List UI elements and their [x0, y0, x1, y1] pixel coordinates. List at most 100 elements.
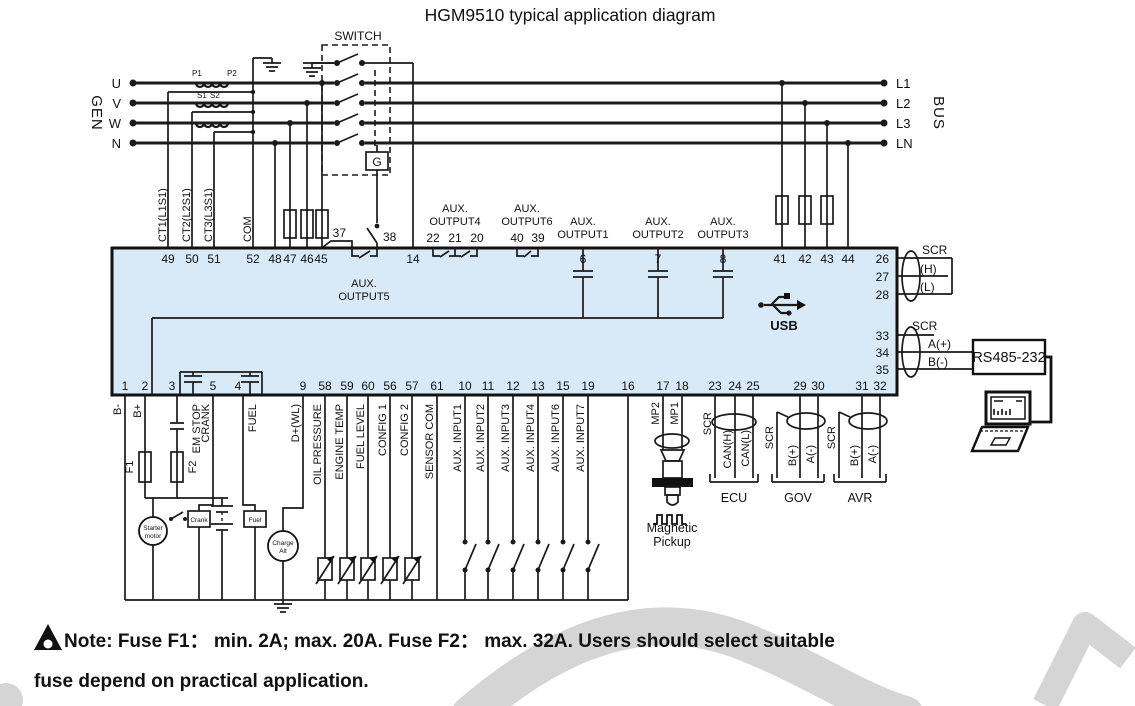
pin-9: 9: [300, 379, 307, 393]
engine-temp-label: ENGINE TEMP: [334, 404, 346, 480]
magnetic-pickup-line2: Pickup: [653, 535, 691, 549]
ecu-scr-label: SCR: [702, 412, 714, 435]
pin-20: 20: [470, 231, 484, 245]
b-minus-wire-label: B-: [112, 404, 124, 415]
pin-46: 46: [300, 252, 314, 266]
pin-42: 42: [798, 252, 812, 266]
bus-ln-label: LN: [896, 136, 913, 151]
aux-output3-line2: OUTPUT3: [697, 229, 748, 241]
breaker-coil-label: G: [372, 155, 381, 169]
fuel-relay-box: [243, 510, 267, 528]
bottom-wire-labels: B- B+ F1 EM STOP F2 CRANK FUEL D+(WL) OI…: [112, 402, 879, 485]
bus-side-label: BUS: [930, 96, 947, 130]
fuse-f1-label: F1: [124, 461, 136, 474]
ct-s1-label: S1: [197, 91, 207, 100]
gov-bplus-label: B(+): [787, 445, 799, 466]
pin-52: 52: [246, 252, 260, 266]
ground-symbol-com: [253, 57, 281, 72]
phase-w-label: W: [109, 116, 122, 131]
aux-input-switches: [462, 395, 629, 600]
pin-28: 28: [876, 288, 890, 302]
ecu-port: ECU: [709, 395, 759, 505]
aux-output6-line2: OUTPUT6: [501, 216, 552, 228]
usb-label: USB: [770, 318, 797, 333]
pin-51: 51: [207, 252, 221, 266]
pin-15: 15: [556, 379, 570, 393]
diagram-title: HGM9510 typical application diagram: [425, 5, 716, 25]
pin-60: 60: [361, 379, 375, 393]
charge-alt-symbol: [267, 530, 299, 562]
scr-hl-port: 26 27 28 SCR (H) (L): [876, 243, 953, 302]
scr2-label: SCR: [912, 319, 938, 333]
starter-motor-line1: Starter: [143, 525, 163, 532]
pin-35: 35: [876, 363, 890, 377]
pin-22: 22: [426, 231, 440, 245]
ground-symbol-switch: [303, 62, 334, 77]
current-transformers: P1 P2 S1 S2 CT1(L1S1) CT2(L2S1) CT3(L3S1…: [157, 58, 256, 248]
ct3-wire-label: CT3(L3S1): [203, 188, 215, 242]
pin-33: 33: [876, 329, 890, 343]
mp1-wire-label: MP1: [669, 402, 681, 425]
pin-58: 58: [318, 379, 332, 393]
avr-port: AVR: [833, 395, 888, 505]
pin-18: 18: [675, 379, 689, 393]
pin-27: 27: [876, 270, 890, 284]
ecu-canh-label: CAN(H): [722, 430, 734, 469]
gov-caption: GOV: [784, 491, 812, 505]
pin-24: 24: [728, 379, 742, 393]
warning-icon: [34, 624, 62, 650]
pin-23: 23: [708, 379, 722, 393]
pin-6: 6: [580, 252, 587, 266]
pin-3: 3: [169, 379, 176, 393]
pin-41: 41: [773, 252, 787, 266]
fuel-level-label: FUEL LEVEL: [355, 404, 367, 469]
pin-29: 29: [793, 379, 807, 393]
aux-output5-line1: AUX.: [351, 278, 377, 290]
aux-output4-line1: AUX.: [442, 203, 468, 215]
canl-label: (L): [920, 280, 935, 294]
magnetic-pickup: Magnetic Pickup: [647, 395, 697, 549]
rs485-port: 33 34 35 SCR A(+) B(-) RS485-232: [876, 319, 1053, 424]
pin-34: 34: [876, 346, 890, 360]
gen-side-label: GEN: [88, 95, 105, 131]
pin-16: 16: [621, 379, 635, 393]
dwl-wire-label: D+(WL): [290, 404, 302, 442]
pin-37-label: 37: [333, 226, 347, 240]
pin-59: 59: [340, 379, 354, 393]
gov-port: GOV: [771, 395, 826, 505]
charge-alt-line1: Charge: [272, 540, 294, 547]
pin-19: 19: [581, 379, 595, 393]
pin-49: 49: [161, 252, 175, 266]
starter-motor-symbol: [138, 516, 168, 546]
fuse-f2-label: F2: [187, 461, 199, 474]
scr1-label: SCR: [922, 243, 948, 257]
pin-38-label: 38: [383, 230, 397, 244]
aux-input3-label: AUX. INPUT3: [500, 404, 512, 472]
pin-1: 1: [122, 379, 129, 393]
fuel-wire-label: FUEL: [247, 404, 259, 432]
bus-sensing-fuses: [775, 80, 851, 248]
pin-5: 5: [210, 379, 217, 393]
pin-50: 50: [185, 252, 199, 266]
pin-11: 11: [482, 379, 495, 393]
mp2-wire-label: MP2: [650, 402, 662, 425]
dc-supply-wiring: Starter motor Crank Fuel Charge Alt: [124, 395, 628, 613]
pin-61: 61: [430, 379, 444, 393]
oil-pressure-label: OIL PRESSURE: [312, 404, 324, 485]
ct-p2-label: P2: [227, 69, 237, 78]
aux-output2-line1: AUX.: [645, 216, 671, 228]
aux-input4-label: AUX. INPUT4: [525, 404, 537, 472]
ecu-canl-label: CAN(L): [740, 430, 752, 467]
aux-output5-wiring: 37 38: [322, 226, 397, 248]
pin-32: 32: [873, 379, 887, 393]
aux-input6-label: AUX. INPUT6: [550, 404, 562, 472]
avr-aminus-label: A(-): [867, 445, 879, 463]
bus-l2-label: L2: [896, 96, 910, 111]
b-minus-label: B(-): [928, 355, 948, 369]
aux-output1-line1: AUX.: [570, 216, 596, 228]
laptop-icon: [970, 390, 1032, 453]
pin-48: 48: [268, 252, 282, 266]
gen-labels: GEN U V W N: [88, 76, 122, 151]
crank-relay-box: [187, 510, 211, 528]
